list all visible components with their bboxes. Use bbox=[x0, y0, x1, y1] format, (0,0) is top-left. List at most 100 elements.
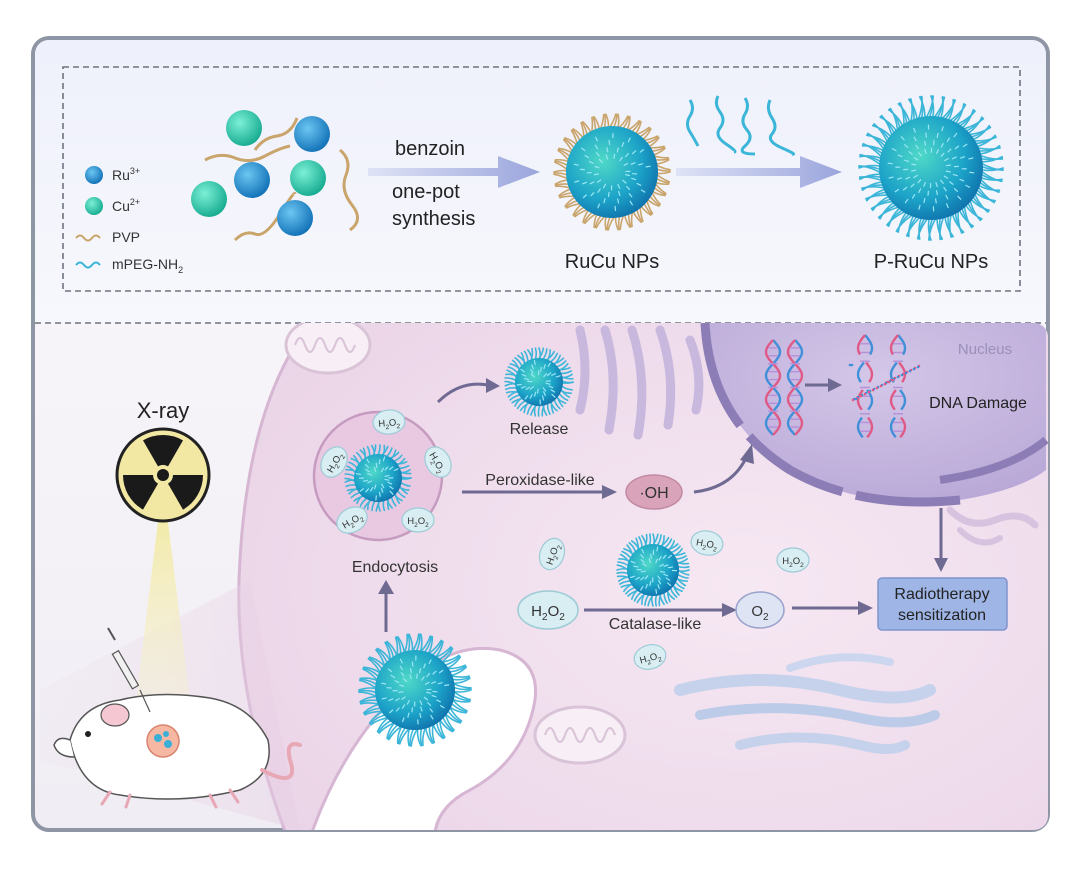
h2o2-molecule: H2O2 bbox=[777, 548, 809, 572]
mouse-ear bbox=[101, 704, 129, 726]
dna-fragment bbox=[913, 368, 916, 371]
surface-chain bbox=[937, 134, 938, 138]
p-rucu-nps-label: P-RuCu NPs bbox=[874, 251, 988, 273]
endocytosis-label: Endocytosis bbox=[352, 559, 438, 576]
nucleus-label: Nucleus bbox=[958, 341, 1012, 358]
surface-chain bbox=[412, 708, 413, 712]
tumor-np bbox=[163, 731, 169, 737]
surface-chain bbox=[385, 479, 389, 480]
surface-chain bbox=[634, 566, 638, 567]
ru-ion-icon bbox=[85, 166, 103, 184]
surface-chain bbox=[417, 674, 418, 678]
surface-chain bbox=[924, 199, 925, 203]
mitochondrion bbox=[535, 707, 625, 763]
dna-fragment bbox=[868, 391, 871, 394]
surface-chain bbox=[546, 383, 550, 384]
surface-chain bbox=[517, 385, 521, 386]
dna-damage-label: DNA Damage bbox=[929, 395, 1027, 412]
surface-chain bbox=[574, 164, 578, 165]
np-core bbox=[566, 126, 658, 218]
surface-chain bbox=[650, 582, 651, 586]
cu-ion bbox=[226, 110, 262, 146]
surface-chain bbox=[661, 572, 665, 573]
surface-chain bbox=[541, 367, 542, 371]
ru-ion bbox=[234, 162, 270, 198]
dna-fragment bbox=[884, 383, 887, 386]
dna-fragment bbox=[864, 393, 867, 396]
benzoin-label: benzoin bbox=[395, 138, 465, 160]
tumor-np bbox=[154, 734, 162, 742]
dna-fragment bbox=[917, 366, 920, 369]
dna-fragment bbox=[897, 376, 900, 379]
sensitization-label: sensitization bbox=[898, 607, 986, 624]
surface-chain bbox=[614, 154, 615, 158]
cu-ion bbox=[290, 160, 326, 196]
radiotherapy-label: Radiotherapy bbox=[894, 586, 989, 603]
surface-chain bbox=[646, 166, 650, 167]
surface-chain bbox=[912, 170, 916, 171]
dna-fragment bbox=[909, 370, 912, 373]
np-core bbox=[879, 116, 983, 220]
dna-fragment bbox=[892, 379, 895, 382]
rucu-nps-label: RuCu NPs bbox=[565, 251, 659, 273]
surface-chain bbox=[445, 685, 449, 686]
dna-fragment bbox=[872, 389, 875, 392]
trefoil-center bbox=[157, 469, 169, 481]
dna-fragment bbox=[880, 385, 883, 388]
dna-fragment bbox=[888, 381, 891, 384]
h2o2-molecule: H2O2 bbox=[402, 508, 434, 532]
surface-chain bbox=[380, 492, 381, 496]
ru-ion bbox=[277, 200, 313, 236]
tumor-np bbox=[164, 740, 172, 748]
surface-chain bbox=[607, 148, 608, 152]
np-core bbox=[515, 358, 563, 406]
surface-chain bbox=[609, 193, 610, 197]
surface-chain bbox=[538, 389, 539, 393]
surface-chain bbox=[376, 463, 377, 467]
cu-ion-icon bbox=[85, 197, 103, 215]
surface-chain bbox=[668, 567, 672, 568]
catalase-label: Catalase-like bbox=[609, 616, 702, 633]
surface-chain bbox=[936, 199, 937, 203]
mitochondrion bbox=[286, 317, 370, 373]
surface-chain bbox=[626, 175, 630, 176]
cu-ion bbox=[191, 181, 227, 217]
dna-fragment bbox=[860, 395, 863, 398]
surface-chain bbox=[534, 361, 535, 365]
dna-fragment bbox=[851, 364, 854, 367]
surface-chain bbox=[656, 589, 657, 593]
np-core bbox=[375, 650, 455, 730]
surface-chain bbox=[657, 547, 658, 551]
surface-chain bbox=[912, 164, 916, 165]
dna-fragment bbox=[876, 387, 879, 390]
surface-chain bbox=[357, 474, 361, 475]
surface-chain bbox=[382, 683, 386, 684]
surface-chain bbox=[618, 199, 619, 203]
one-pot-label: one-pot bbox=[392, 181, 460, 203]
ru-ion bbox=[294, 116, 330, 152]
mouse-eye bbox=[85, 731, 91, 737]
catalase-nanoparticle bbox=[617, 534, 689, 606]
surface-chain bbox=[946, 165, 950, 166]
surface-chain bbox=[411, 669, 412, 673]
p-rucu-nanoparticle bbox=[859, 96, 1003, 240]
dna-fragment bbox=[905, 372, 908, 375]
surface-chain bbox=[946, 171, 950, 172]
dna-fragment bbox=[852, 399, 855, 402]
surface-chain bbox=[399, 692, 403, 693]
tumor bbox=[147, 725, 179, 757]
dna-fragment bbox=[855, 398, 858, 401]
surface-chain bbox=[641, 571, 645, 572]
surface-chain bbox=[420, 714, 421, 718]
synthesis-label: synthesis bbox=[392, 208, 475, 230]
surface-chain bbox=[594, 174, 598, 175]
peroxidase-label: Peroxidase-like bbox=[485, 472, 594, 489]
surface-chain bbox=[926, 133, 927, 137]
xray-label: X-ray bbox=[137, 398, 190, 423]
legend-pvp-label: PVP bbox=[112, 229, 140, 245]
surface-chain bbox=[427, 692, 431, 693]
dna-fragment bbox=[901, 374, 904, 377]
surface-chain bbox=[651, 554, 652, 558]
